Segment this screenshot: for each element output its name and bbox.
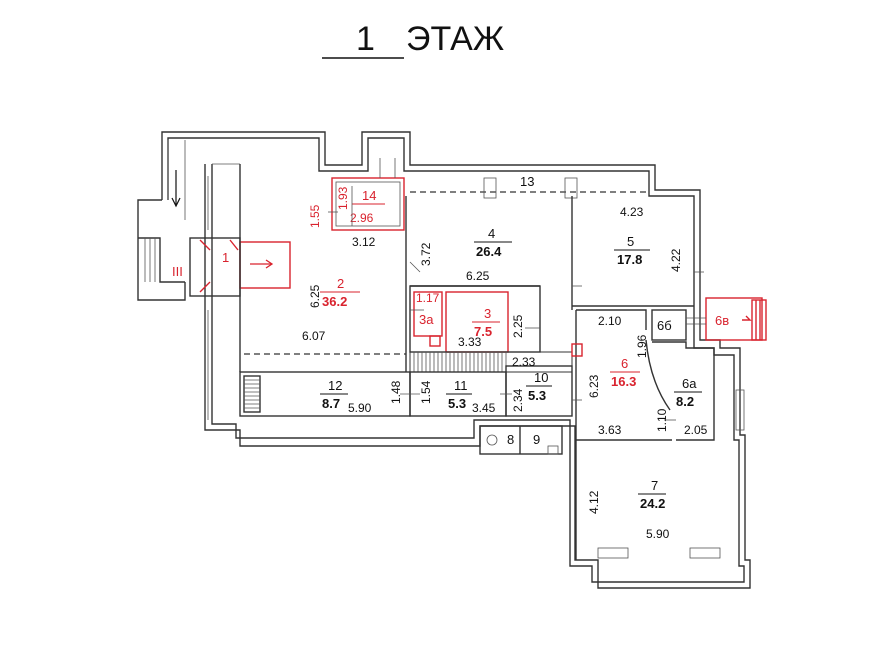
dim-1-10: 1.10 [655,408,669,432]
room-13-and-4: 13 4 26.4 [410,174,650,310]
room-1-label: 1 [222,250,229,265]
room-10-area: 5.3 [528,388,546,403]
room-7-label: 7 [651,478,658,493]
room-2: 2 36.2 [239,164,407,372]
room-2-area: 36.2 [322,294,347,309]
room-5: 5 17.8 [572,234,694,307]
dim-3-45: 3.45 [472,401,496,415]
dim-3-33: 3.33 [458,335,482,349]
room-2-label: 2 [337,276,344,291]
room-12-area: 8.7 [322,396,340,411]
room-6v-label: 6в [715,313,729,328]
room-3-label: 3 [484,306,491,321]
dim-6-23: 6.23 [587,374,601,398]
dim-2-25: 2.25 [511,314,525,338]
floor-number: 1 [356,20,375,58]
stair-label: III [172,264,183,279]
dimension-ticks [328,186,704,421]
dim-2-96: 2.96 [350,211,374,225]
room-10: 10 5.3 [505,365,573,417]
room-4-label: 4 [488,226,495,241]
dim-6-25-vertical: 6.25 [308,284,322,308]
dim-2-10: 2.10 [598,314,622,328]
room-6: 6 16.3 [571,309,672,441]
dim-2-33: 2.33 [512,355,536,369]
room-3-area: 7.5 [474,324,492,339]
dim-4-22: 4.22 [669,248,683,272]
dim-5-90-room-12: 5.90 [348,401,372,415]
room-13-label: 13 [520,174,534,189]
room-12-label: 12 [328,378,342,393]
room-6a-6b: 6б 6а 8.2 [651,309,745,441]
dim-1-93: 1.93 [336,186,350,210]
room-7: 7 24.2 [575,440,721,560]
dim-6-25-horizontal: 6.25 [466,269,490,283]
room-5-area: 17.8 [617,252,642,267]
dim-5-90-room-7: 5.90 [646,527,670,541]
room-7-area: 24.2 [640,496,665,511]
room-11-area: 5.3 [448,396,466,411]
room-10-label: 10 [534,370,548,385]
dim-3-72: 3.72 [419,242,433,266]
room-6a-area: 8.2 [676,394,694,409]
floor-title: 1 ЭТАЖ [322,20,504,59]
hatched-wall [409,351,573,373]
dim-6-07: 6.07 [302,329,326,343]
room-11-label: 11 [454,378,468,393]
room-6v: 6в [686,297,767,341]
room-8-label: 8 [507,432,514,447]
room-14-label: 14 [362,188,376,203]
outer-walls [161,131,751,589]
dimension-labels: 1.55 1.93 2.96 3.12 3.72 6.25 6.25 6.07 … [302,186,708,541]
room-12: 12 8.7 [239,371,411,417]
room-5-label: 5 [627,234,634,249]
dim-3-12: 3.12 [352,235,376,249]
dim-2-05: 2.05 [684,423,708,437]
room-14: 14 [331,158,405,231]
rooms-8-9: 8 9 [479,425,563,455]
room-6-area: 16.3 [611,374,636,389]
dim-1-54: 1.54 [419,380,433,404]
entrance-stair: III [137,140,186,301]
room-6b-label: 6б [657,318,672,333]
dim-1-55: 1.55 [308,204,322,228]
room-6-label: 6 [621,356,628,371]
room-3a-label: 3а [419,312,434,327]
dim-3-63: 3.63 [598,423,622,437]
dim-1-96: 1.96 [635,334,649,358]
dim-4-12: 4.12 [587,490,601,514]
dim-1-48: 1.48 [389,380,403,404]
room-9-label: 9 [533,432,540,447]
dim-1-17: 1.17 [416,291,440,305]
toilet-icon [486,434,498,446]
room-4-area: 26.4 [476,244,502,259]
room-6a-label: 6а [682,376,697,391]
dim-4-23: 4.23 [620,205,644,219]
floor-word: ЭТАЖ [406,20,504,58]
dim-2-34: 2.34 [511,388,525,412]
